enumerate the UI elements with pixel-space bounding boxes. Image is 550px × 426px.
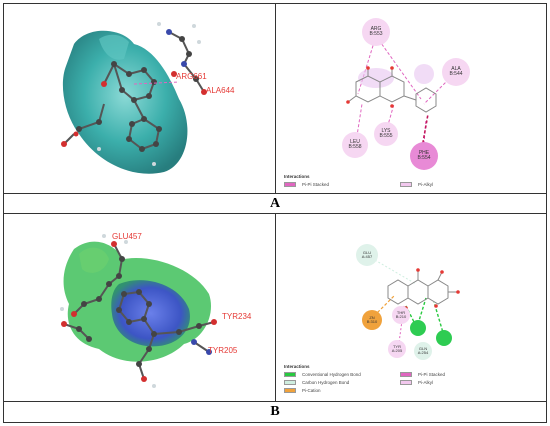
caption-b: B <box>270 404 280 419</box>
legend-b-pi-cation: Pi-Cation <box>284 388 321 393</box>
swatch-pi-cation <box>284 388 296 393</box>
swatch-b-pi-pi-stacked <box>400 372 412 377</box>
legend-b-pi-pi-stacked: Pi-Pi Stacked <box>400 372 445 377</box>
label-glu457: GLU457 <box>112 232 142 241</box>
legend-b-pi-alkyl: Pi-Alkyl <box>400 380 433 385</box>
swatch-conventional-hbond <box>284 372 296 377</box>
panel-a-3d-render <box>61 22 207 174</box>
legend-a-pi-pi-stacked: Pi-Pi Stacked <box>284 182 329 187</box>
legend-b-conventional-hbond: Conventional Hydrogen Bond <box>284 372 361 377</box>
residue-green-1 <box>410 320 426 336</box>
swatch-carbon-hbond <box>284 380 296 385</box>
legend-b-title: Interactions <box>284 364 310 369</box>
swatch-pi-pi-stacked <box>284 182 296 187</box>
caption-a: A <box>269 196 281 211</box>
swatch-pi-alkyl <box>400 182 412 187</box>
label-arg661: ARG661 <box>176 72 207 81</box>
panel-b-3d-view: GLU457 TYR234 TYR205 <box>4 214 274 400</box>
column-divider-b <box>275 213 276 401</box>
row-divider-b-bottom <box>3 401 547 402</box>
legend-a-pi-alkyl: Pi-Alkyl <box>400 182 433 187</box>
legend-b-carbon-hbond: Carbon Hydrogen Bond <box>284 380 349 385</box>
legend-a-title: Interactions <box>284 174 310 179</box>
label-ala644: ALA644 <box>206 86 235 95</box>
row-divider-a-top <box>3 193 547 194</box>
panel-b-3d-render <box>60 234 217 388</box>
swatch-b-pi-alkyl <box>400 380 412 385</box>
residue-green-2 <box>436 330 452 346</box>
label-tyr205: TYR205 <box>208 346 238 355</box>
panel-a-3d-view: ARG661 ALA644 <box>4 4 274 192</box>
row-divider-a-bottom <box>3 213 547 214</box>
label-tyr234: TYR234 <box>222 312 252 321</box>
protein-surface-blue <box>111 280 190 347</box>
column-divider <box>275 3 276 193</box>
panel-a-2d-render <box>346 35 457 149</box>
